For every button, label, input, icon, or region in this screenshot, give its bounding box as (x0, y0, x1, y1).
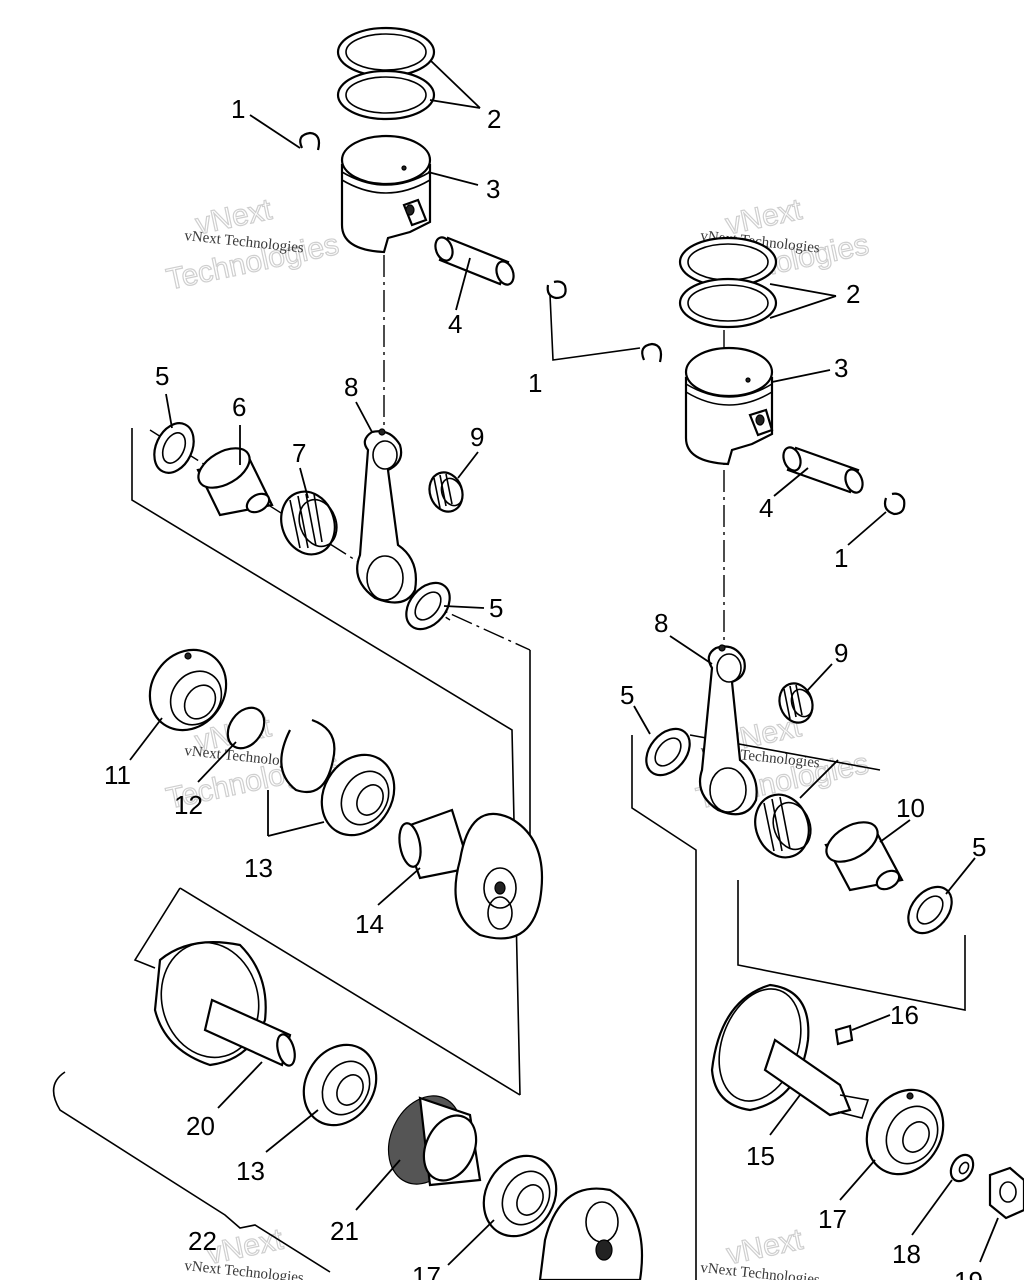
callout-11: 11 (104, 760, 131, 790)
needle-bearing-9-left (428, 471, 464, 513)
callout-20: 20 (186, 1111, 215, 1141)
needle-bearing-7-right (754, 793, 812, 859)
snap-ring-13a (280, 718, 336, 793)
leader-lines (129, 59, 999, 1266)
ball-bearing-11 (148, 648, 228, 732)
needle-bearing-9-right (778, 682, 814, 724)
callout-5d: 5 (972, 832, 986, 862)
callout-16: 16 (890, 1000, 919, 1030)
callout-6: 6 (232, 392, 246, 422)
callout-22: 22 (188, 1226, 217, 1256)
circlip-left-pin (546, 280, 567, 300)
thrust-washer-5d (907, 885, 953, 935)
crankpin-6 (196, 447, 274, 517)
woodruff-key-16 (834, 1024, 854, 1046)
callout-13b: 13 (236, 1156, 265, 1186)
circlip-right-pin (883, 492, 906, 516)
callout-1: 1 (231, 94, 245, 124)
callout-9a: 9 (470, 422, 484, 452)
thrust-washer-5a (153, 422, 195, 474)
callout-7: 7 (292, 438, 306, 468)
piston-ring-set-right (678, 236, 778, 329)
callout-1b: 1 (528, 368, 542, 398)
callout-12: 12 (174, 790, 203, 820)
callout-1c: 1 (834, 543, 848, 573)
callout-19: 19 (954, 1266, 983, 1280)
callout-8b: 8 (654, 608, 668, 638)
callout-10: 10 (896, 793, 925, 823)
crankpin-10 (824, 821, 904, 892)
callout-2b: 2 (846, 279, 860, 309)
callout-14: 14 (355, 909, 384, 939)
callout-8a: 8 (344, 372, 358, 402)
ball-bearing-17-left (482, 1154, 558, 1238)
callout-labels: 1 2 3 4 1 5 6 7 8 9 5 2 3 4 1 8 9 5 11 1… (104, 94, 986, 1285)
crankshaft-half-15 (710, 983, 870, 1119)
callout-9b: 9 (834, 638, 848, 668)
nut-19 (988, 1166, 1024, 1220)
piston-left (340, 134, 432, 254)
callout-17a: 17 (818, 1204, 847, 1234)
connecting-rod-right (698, 644, 758, 816)
ball-bearing-13c (302, 1043, 378, 1127)
crank-web-left-bottom (538, 1187, 644, 1282)
circlip-right-top (641, 342, 663, 363)
piston-pin-left (402, 198, 515, 286)
washer-18 (949, 1153, 975, 1183)
callout-3: 3 (486, 174, 500, 204)
ball-bearing-17-right (865, 1088, 945, 1176)
callout-5c: 5 (620, 680, 634, 710)
piston-ring-set-left (336, 26, 436, 121)
ball-bearing-13b (320, 753, 396, 837)
thrust-washer-5c (645, 727, 691, 777)
callout-5a: 5 (155, 361, 169, 391)
piston-pin-right (782, 446, 864, 494)
thrust-washer-5b (405, 581, 451, 631)
labyrinth-seal-21 (387, 1095, 482, 1187)
piston-right (684, 346, 774, 466)
callout-4b: 4 (759, 493, 773, 523)
crankshaft-end-20 (153, 941, 296, 1067)
circlip-left-top (299, 131, 321, 151)
needle-bearing-7 (280, 490, 338, 556)
callout-21: 21 (330, 1216, 359, 1246)
callout-2: 2 (487, 104, 501, 134)
callout-18: 18 (892, 1239, 921, 1269)
crankshaft-half-14 (398, 808, 544, 940)
callout-4: 4 (448, 309, 462, 339)
callout-13a: 13 (244, 853, 273, 883)
crankshaft-assembly-22-outline (52, 1071, 331, 1273)
callout-3b: 3 (834, 353, 848, 383)
callout-17b: 17 (412, 1261, 441, 1280)
callout-15: 15 (746, 1141, 775, 1171)
connecting-rod-left (356, 428, 417, 604)
callout-5b: 5 (489, 593, 503, 623)
